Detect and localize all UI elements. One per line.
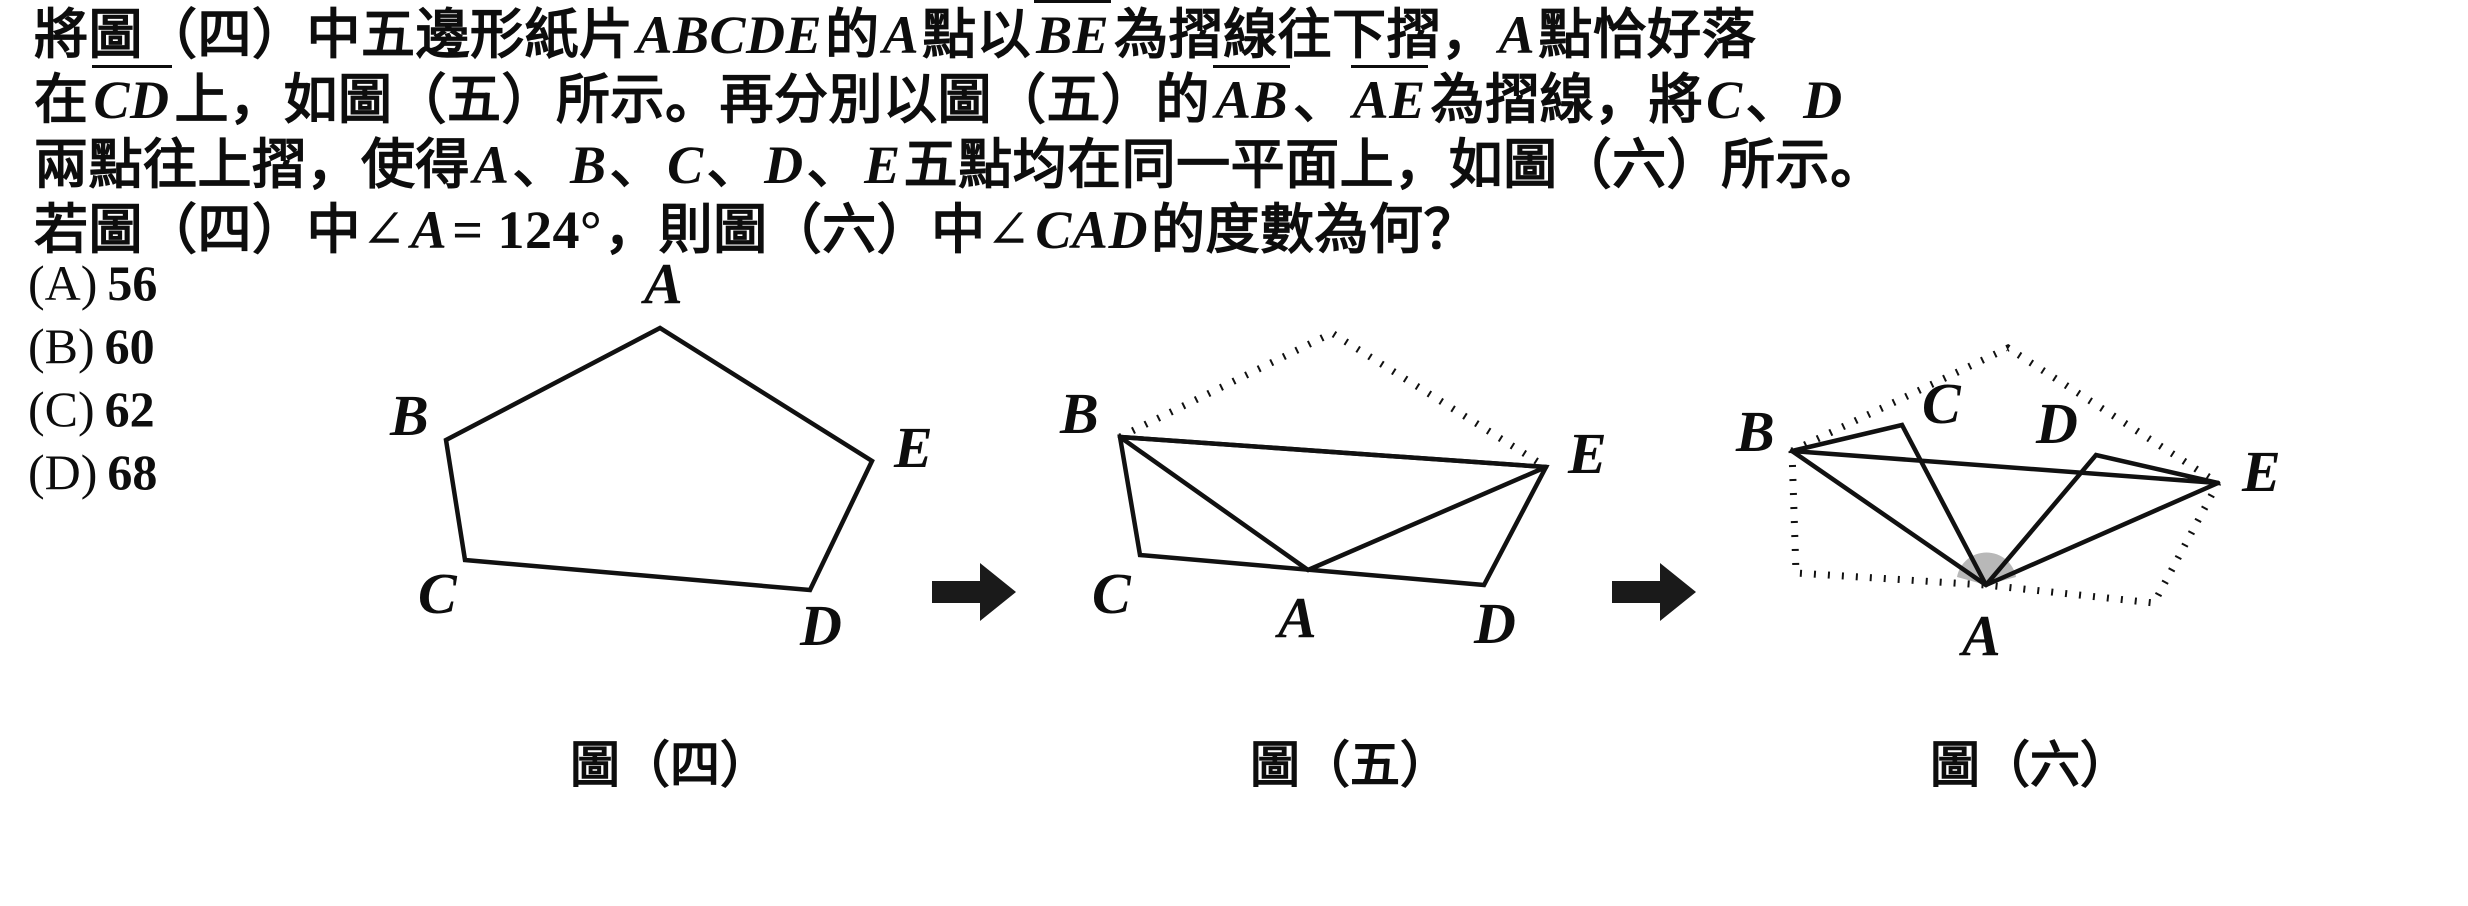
vertex-label-e: E [2241, 439, 2281, 504]
figure-four-drawing: A B C D E [389, 255, 933, 658]
vertex-label-d: D [799, 593, 842, 658]
angle-symbol: ∠ [985, 200, 1032, 260]
stem-text: 點恰好落 [1538, 2, 1757, 66]
stem-line-3: 兩點往上摺，使得A、B、C、D、E五點均在同一平面上，如圖（六）所示。 [34, 132, 2454, 197]
quad-bcde [1117, 434, 1550, 588]
stem-text: 上，如圖（五）所示。再分別以圖（五）的 [174, 67, 1211, 131]
option-a[interactable]: (A)56 [28, 252, 258, 315]
vertex-label-a: A [1959, 603, 2001, 668]
vertex-label-b: B [1735, 399, 1775, 464]
right-arrow-icon [1612, 563, 1696, 621]
option-a-value: 56 [107, 255, 158, 311]
vertex-label-c: C [1092, 561, 1132, 626]
vertex-label-a: A [641, 255, 683, 316]
figure-six: B C D E A 圖（六） [1730, 255, 2330, 895]
option-d-value: 68 [107, 444, 158, 500]
math-variable: C [1706, 70, 1743, 130]
option-d[interactable]: (D)68 [28, 441, 258, 504]
figure-six-drawing: B C D E A [1735, 344, 2281, 668]
vertex-label-e: E [893, 415, 933, 480]
stem-text: 、 [706, 132, 762, 196]
figure-four: A B C D E 圖（四） [360, 255, 960, 895]
segment-ae: AE [1350, 65, 1429, 132]
figure-four-caption: 圖（四） [570, 735, 770, 794]
vertex-label-d: D [2035, 391, 2078, 456]
stem-text: ，則圖（六）中 [604, 197, 986, 261]
angle-symbol: ∠ [361, 200, 407, 260]
figure-five-drawing: B C A D E [1059, 329, 1607, 656]
option-c[interactable]: (C)62 [28, 378, 258, 441]
math-variable: A [410, 200, 448, 260]
crease-ea [1305, 464, 1549, 573]
vertex-label-d: D [1473, 591, 1516, 656]
flap-bca [1789, 422, 1989, 588]
option-b[interactable]: (B)60 [28, 315, 258, 378]
stem-text: 的 [825, 2, 880, 66]
edge-ab [1789, 448, 1989, 588]
crease-ba [1117, 434, 1311, 573]
option-d-key: (D) [28, 444, 98, 500]
edge-ae [1983, 480, 2221, 588]
ghost-fold-outline [1118, 329, 1548, 470]
stem-text: 的度數為何？ [1150, 197, 1478, 261]
math-variable: CAD [1035, 200, 1148, 260]
stem-line-1: 將圖（四）中五邊形紙片ABCDE的A點以BE為摺線往下摺，A點恰好落 [34, 0, 2454, 67]
stem-text: 在 [34, 67, 89, 131]
stem-text: 為摺線往下摺， [1114, 2, 1496, 66]
vertex-label-b: B [389, 383, 429, 448]
ghost-outline-top [1790, 344, 2220, 486]
figure-five-caption: 圖（五） [1250, 735, 1450, 794]
math-variable: A [1498, 5, 1536, 65]
option-b-value: 60 [104, 318, 155, 374]
stem-text: 、 [1745, 67, 1801, 131]
stem-text: 、 [512, 132, 568, 196]
stem-text: 、 [806, 132, 862, 196]
figures-strip: A B C D E 圖（四） B C A D E 圖（五） [260, 255, 2460, 895]
stem-text: 、 [1293, 67, 1348, 131]
answer-options: (A)56 (B)60 (C)62 (D)68 [28, 252, 258, 504]
option-a-key: (A) [28, 255, 98, 311]
math-variable: C [667, 135, 704, 195]
stem-text: 兩點往上摺，使得 [34, 132, 470, 196]
option-c-key: (C) [28, 381, 95, 437]
figure-five: B C A D E 圖（五） [1050, 255, 1650, 895]
math-variable: D [764, 135, 804, 195]
math-variable: ABCDE [636, 5, 823, 65]
option-b-key: (B) [28, 318, 95, 374]
pentagon-abcde [443, 325, 875, 593]
stem-line-2: 在CD上，如圖（五）所示。再分別以圖（五）的AB、AE為摺線，將C、D [34, 65, 2454, 132]
edge-be [1789, 448, 2221, 486]
math-variable: A [473, 135, 510, 195]
math-variable: D [1803, 70, 1843, 130]
flap-dea [1983, 452, 2221, 588]
stem-text: 將圖（四）中五邊形紙片 [34, 2, 634, 66]
fold-line-be [1117, 434, 1549, 470]
figure-six-caption: 圖（六） [1930, 735, 2130, 794]
stem-text: 為摺線，將 [1430, 67, 1704, 131]
segment-cd: CD [91, 65, 173, 132]
ghost-outline-bottom [1788, 450, 2222, 607]
stem-text: 五點均在同一平面上，如圖（六）所示。 [903, 132, 1885, 196]
math-variable: E [864, 135, 901, 195]
vertex-label-a: A [1275, 585, 1317, 650]
vertex-label-b: B [1059, 381, 1099, 446]
stem-text: 點以 [922, 2, 1032, 66]
right-arrow-icon [932, 563, 1016, 621]
math-variable: B [570, 135, 607, 195]
stem-line-4: 若圖（四）中∠A= 124°，則圖（六）中∠CAD的度數為何？ [34, 197, 2454, 262]
vertex-label-c: C [418, 561, 458, 626]
option-c-value: 62 [104, 381, 155, 437]
question-stem: 將圖（四）中五邊形紙片ABCDE的A點以BE為摺線往下摺，A點恰好落 在CD上，… [34, 0, 2454, 262]
vertex-label-c: C [1922, 371, 1962, 436]
math-variable: A [882, 5, 920, 65]
segment-be: BE [1033, 0, 1112, 67]
vertex-label-e: E [1567, 421, 1607, 486]
segment-ab: AB [1212, 65, 1291, 132]
stem-text: 、 [609, 132, 665, 196]
angle-value: = 124° [452, 200, 603, 260]
stem-text: 若圖（四）中 [34, 197, 361, 261]
